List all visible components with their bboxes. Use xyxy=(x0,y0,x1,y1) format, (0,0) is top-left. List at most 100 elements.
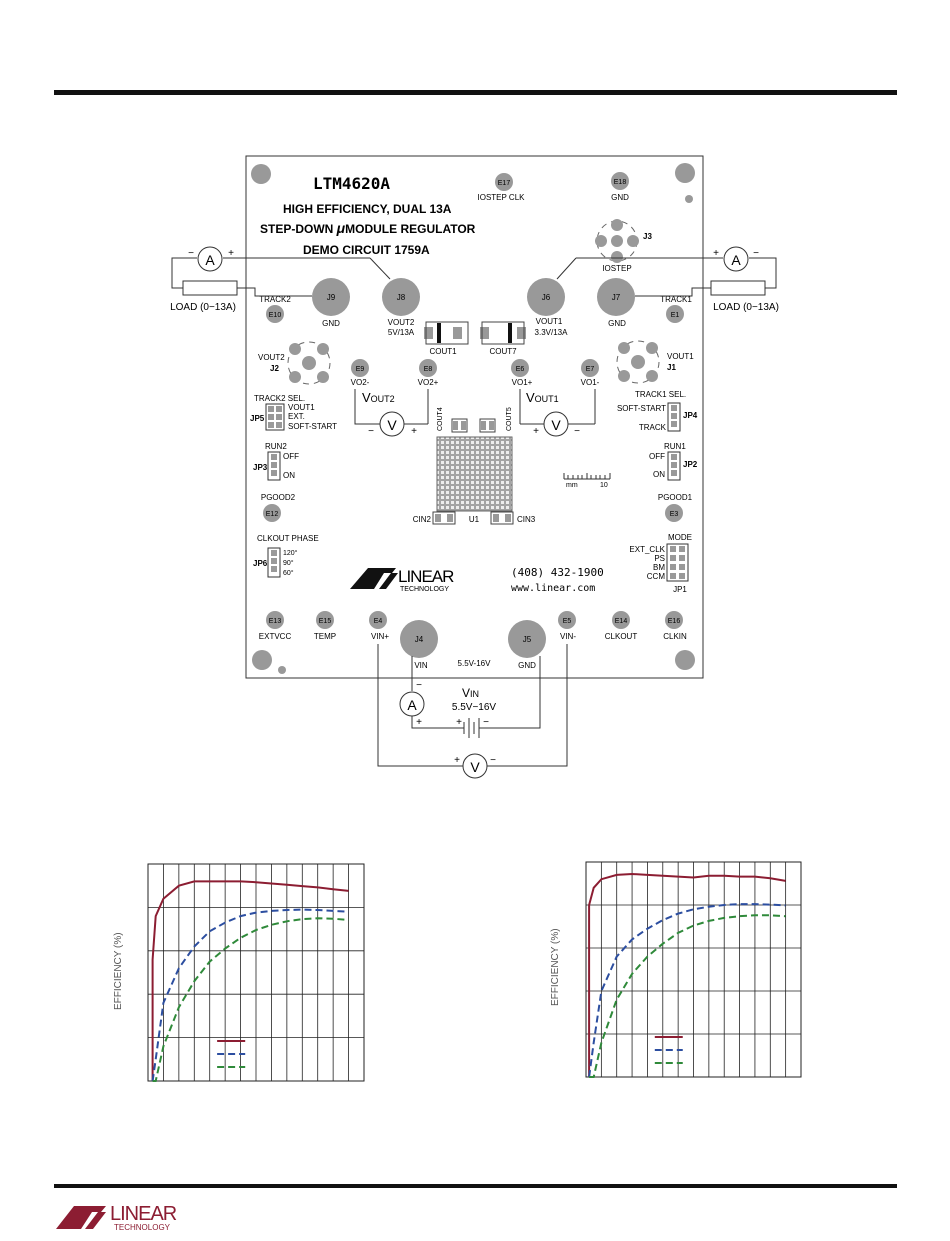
jumper-jp5[interactable]: TRACK2 SEL. JP5 VOUT1 EXT. SOFT-START xyxy=(250,394,337,431)
svg-text:J4: J4 xyxy=(415,635,424,644)
mm-scale: mm 10 xyxy=(563,473,611,489)
svg-text:E12: E12 xyxy=(266,511,279,518)
input-supply-circuit: A − + + − VIN 5.5V−16V V + − xyxy=(377,644,568,779)
capacitor-cin3: CIN3 xyxy=(490,511,536,525)
voltmeter-vout2: V − + VOUT2 xyxy=(354,389,429,437)
svg-text:JP2: JP2 xyxy=(683,460,698,469)
svg-text:E3: E3 xyxy=(670,511,679,518)
jumper-jp6[interactable]: CLKOUT PHASE JP6 120° 90° 60° xyxy=(253,534,319,578)
website: www.linear.com xyxy=(511,583,595,594)
svg-text:VOUT1: VOUT1 xyxy=(667,352,694,361)
svg-text:BM: BM xyxy=(653,563,665,572)
svg-text:TRACK1: TRACK1 xyxy=(660,295,692,304)
jumper-jp3[interactable]: RUN2 JP3 OFF ON xyxy=(253,442,299,481)
svg-text:VOUT2: VOUT2 xyxy=(258,353,285,362)
svg-text:JP4: JP4 xyxy=(683,411,698,420)
svg-text:J3: J3 xyxy=(643,232,652,241)
load-circuit-right: A + − LOAD (0−13A) xyxy=(556,246,779,313)
connector-j2[interactable]: VOUT2 J2 xyxy=(258,341,331,385)
series-line-1 xyxy=(588,872,786,1077)
turret-e12[interactable]: E12 PGOOD2 xyxy=(261,493,296,522)
svg-text:OFF: OFF xyxy=(283,452,299,461)
svg-text:VIN-: VIN- xyxy=(560,632,576,641)
svg-text:VOUT2: VOUT2 xyxy=(388,318,415,327)
svg-text:COUT5: COUT5 xyxy=(506,407,513,431)
svg-text:RUN2: RUN2 xyxy=(265,442,287,451)
svg-text:J5: J5 xyxy=(523,635,532,644)
svg-text:J6: J6 xyxy=(542,293,551,302)
board-line2: STEP-DOWN μMODULE REGULATOR xyxy=(260,220,476,236)
svg-text:TRACK2 SEL.: TRACK2 SEL. xyxy=(254,394,305,403)
svg-text:PS: PS xyxy=(654,554,665,563)
capacitor-cout1: COUT1 xyxy=(424,321,469,356)
svg-text:VOUT1: VOUT1 xyxy=(526,390,559,405)
svg-text:COUT7: COUT7 xyxy=(489,347,517,356)
jumper-jp4[interactable]: TRACK1 SEL. JP4 SOFT-START TRACK xyxy=(617,390,698,432)
svg-text:PGOOD2: PGOOD2 xyxy=(261,493,296,502)
svg-text:−: − xyxy=(490,755,496,766)
series-line-3 xyxy=(589,914,786,1078)
efficiency-chart-left xyxy=(147,863,365,1082)
svg-text:V: V xyxy=(551,417,561,433)
svg-text:E9: E9 xyxy=(356,366,365,373)
connector-j3[interactable]: J3 IOSTEP xyxy=(595,219,652,273)
svg-text:GND: GND xyxy=(322,319,340,328)
series-line-2 xyxy=(588,903,786,1078)
capacitor-cout7: COUT7 xyxy=(480,321,526,356)
svg-text:E10: E10 xyxy=(269,312,282,319)
svg-text:CLKIN: CLKIN xyxy=(663,632,687,641)
svg-text:J8: J8 xyxy=(397,293,406,302)
svg-text:J7: J7 xyxy=(612,293,621,302)
svg-text:VO1+: VO1+ xyxy=(512,378,533,387)
svg-text:E8: E8 xyxy=(424,366,433,373)
board-title: LTM4620A xyxy=(313,174,390,193)
svg-text:VIN: VIN xyxy=(462,686,479,700)
load-circuit-left: A − + LOAD (0−13A) xyxy=(170,246,391,313)
capacitor-cin2: CIN2 xyxy=(413,511,456,525)
svg-text:GND: GND xyxy=(518,661,536,670)
bottom-rule xyxy=(54,1184,897,1188)
board-line1: HIGH EFFICIENCY, DUAL 13A xyxy=(283,202,452,216)
voltmeter-vout1: V + − VOUT1 xyxy=(519,389,596,437)
svg-text:J2: J2 xyxy=(270,364,279,373)
board-outline xyxy=(245,155,704,679)
svg-text:ON: ON xyxy=(653,470,665,479)
footer-logo-sub: TECHNOLOGY xyxy=(114,1223,171,1232)
chart2-ylabel: EFFICIENCY (%) xyxy=(550,928,561,1006)
board-line3: DEMO CIRCUIT 1759A xyxy=(303,243,430,257)
svg-text:JP6: JP6 xyxy=(253,559,268,568)
svg-text:SOFT-START: SOFT-START xyxy=(617,404,666,413)
svg-text:CLKOUT: CLKOUT xyxy=(605,632,638,641)
svg-text:J1: J1 xyxy=(667,363,676,372)
svg-text:E17: E17 xyxy=(498,180,511,187)
jumper-jp1[interactable]: MODE EXT_CLK PS BM CCM JP1 xyxy=(629,533,692,594)
connector-j1[interactable]: VOUT1 J1 xyxy=(616,340,694,384)
jumper-jp2[interactable]: RUN1 JP2 OFF ON xyxy=(649,442,698,481)
module-u1: U1 xyxy=(436,436,513,524)
svg-text:JP5: JP5 xyxy=(250,414,265,423)
svg-text:GND: GND xyxy=(608,319,626,328)
svg-text:−: − xyxy=(753,248,759,259)
svg-text:−: − xyxy=(416,680,422,691)
